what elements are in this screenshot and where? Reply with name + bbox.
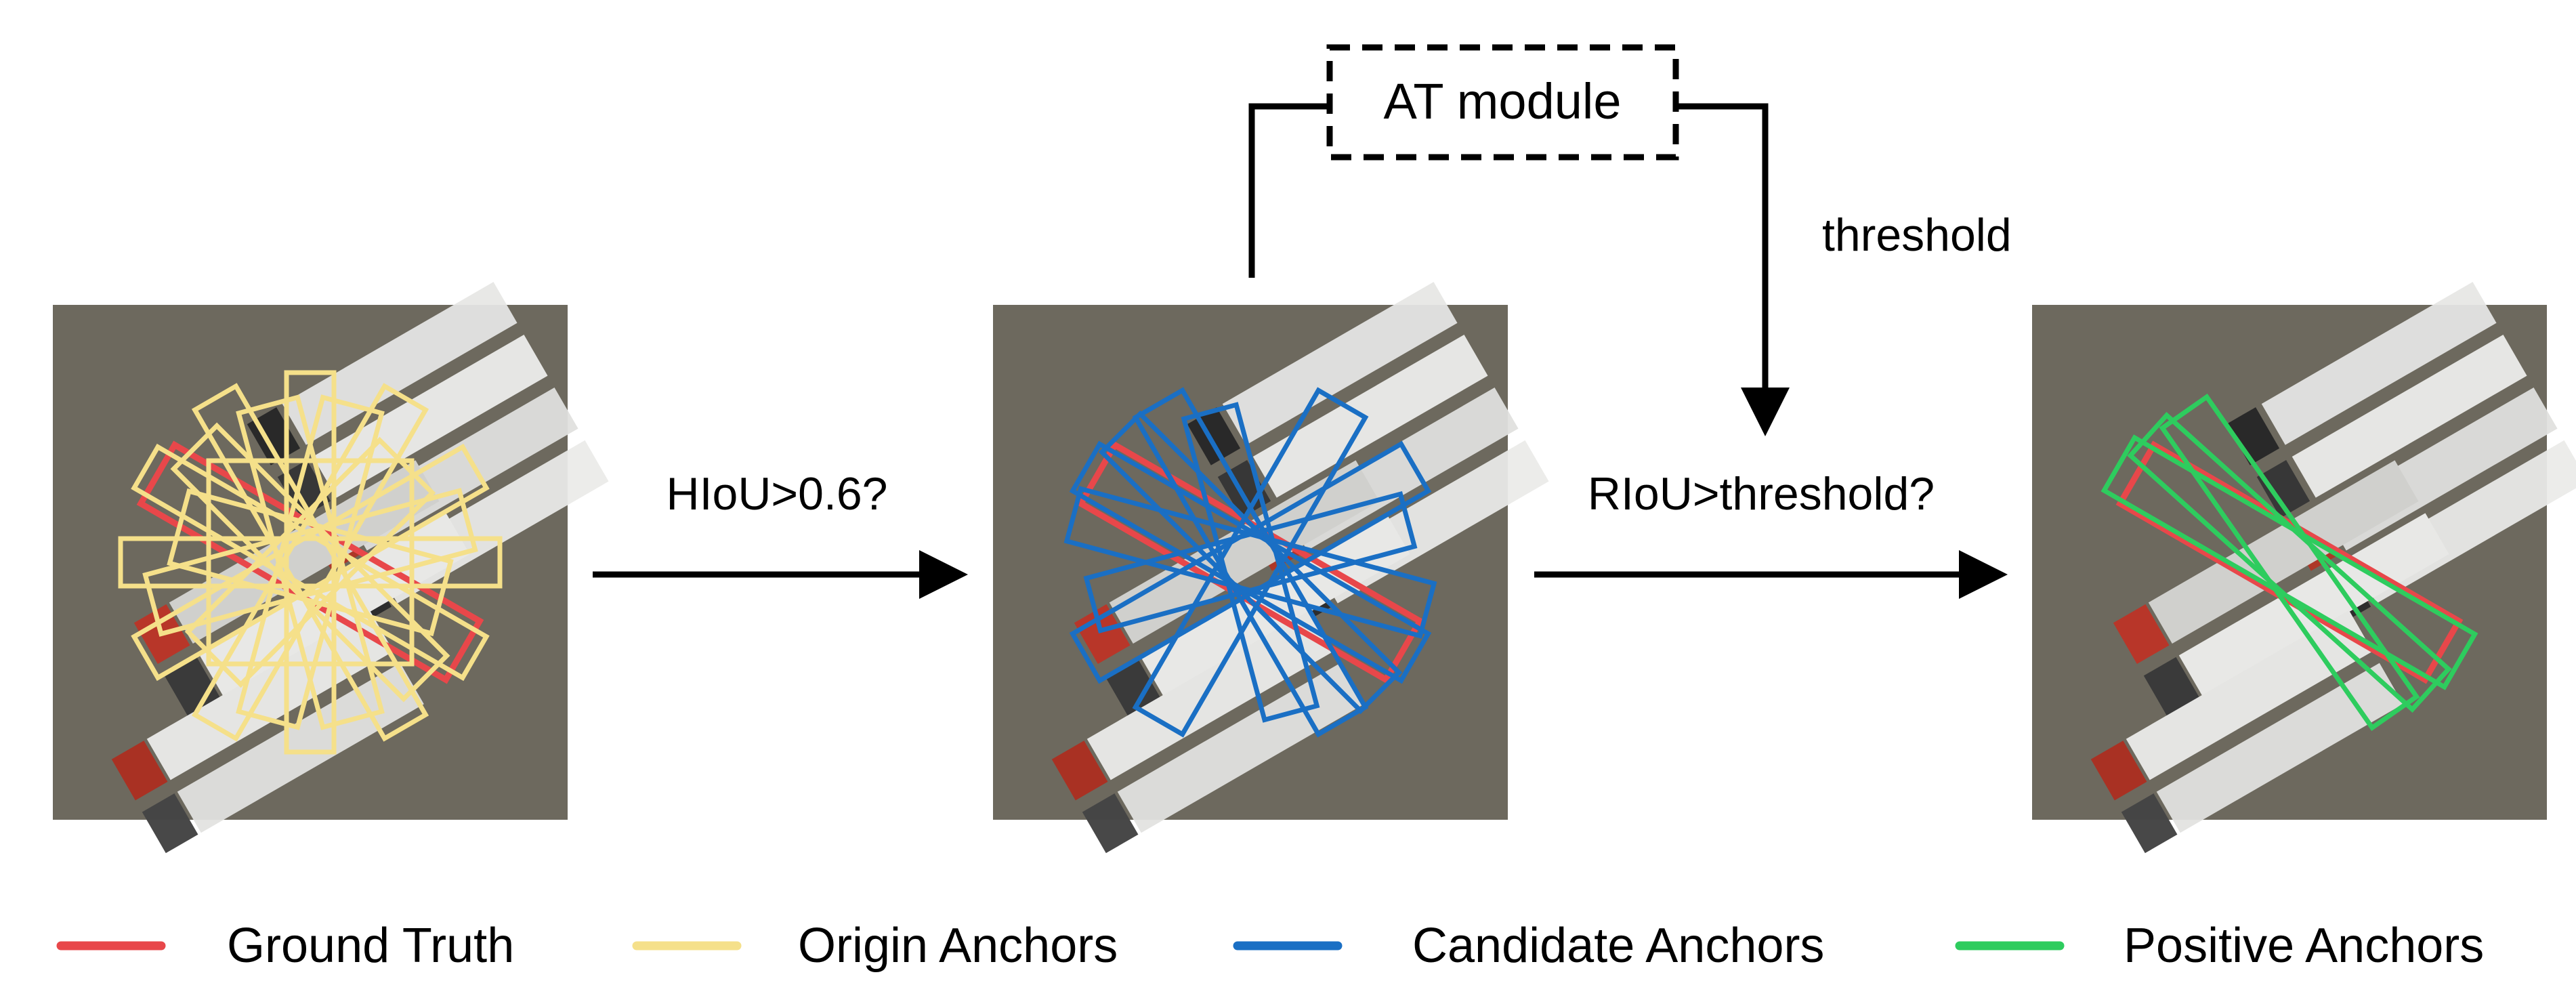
arrow-module-to-riou [1676, 103, 1790, 436]
connector-candidate-to-module [1248, 103, 1330, 278]
legend-label-candidate-anchors: Candidate Anchors [1412, 919, 1824, 973]
panel-origin-anchors [53, 282, 609, 854]
positive-anchor-boxes [2100, 394, 2478, 731]
legend-label-origin-anchors: Origin Anchors [798, 919, 1118, 973]
at-module-box [1326, 44, 1679, 161]
origin-anchor-boxes [118, 370, 503, 755]
at-module-label: AT module [1384, 73, 1622, 129]
legend-item-positive-anchors: Positive Anchors [1955, 919, 2484, 973]
legend: Ground Truth Origin Anchors Candidate An… [56, 919, 2484, 973]
legend-item-candidate-anchors: Candidate Anchors [1233, 919, 1824, 973]
panel-candidate-anchors [993, 282, 1549, 854]
ground-truth-box [2115, 440, 2464, 684]
hiou-condition-label: HIoU>0.6? [667, 468, 888, 520]
legend-item-ground-truth: Ground Truth [56, 919, 514, 973]
threshold-label: threshold [1822, 209, 2012, 261]
riou-condition-label: RIoU>threshold? [1588, 468, 1935, 520]
legend-item-origin-anchors: Origin Anchors [632, 919, 1118, 973]
legend-label-ground-truth: Ground Truth [227, 919, 514, 973]
panel-positive-anchors [2032, 282, 2576, 854]
legend-label-positive-anchors: Positive Anchors [2124, 919, 2484, 973]
candidate-anchor-boxes [1063, 387, 1437, 738]
